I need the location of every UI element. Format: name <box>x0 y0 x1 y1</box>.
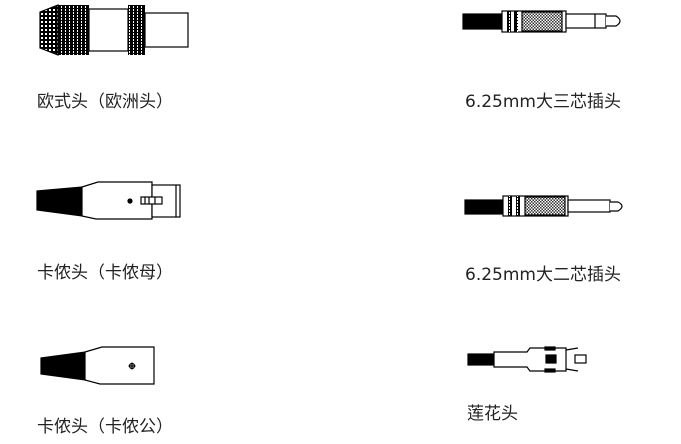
euro-connector-icon <box>39 4 189 56</box>
trs-jack-icon <box>462 10 621 33</box>
rca-plug-label: 莲花头 <box>467 404 518 424</box>
ts-jack-label: 6.25mm大二芯插头 <box>465 265 621 285</box>
ts-jack-icon <box>464 195 623 217</box>
xlr-male-label: 卡侬头（卡侬公） <box>37 417 173 437</box>
euro-connector-label: 欧式头（欧洲头） <box>37 92 173 112</box>
rca-plug-icon <box>467 346 587 373</box>
xlr-female-label: 卡侬头（卡侬母） <box>37 263 173 283</box>
xlr-female-icon <box>36 181 181 220</box>
xlr-male-icon <box>40 346 155 385</box>
trs-jack-label: 6.25mm大三芯插头 <box>465 92 621 112</box>
